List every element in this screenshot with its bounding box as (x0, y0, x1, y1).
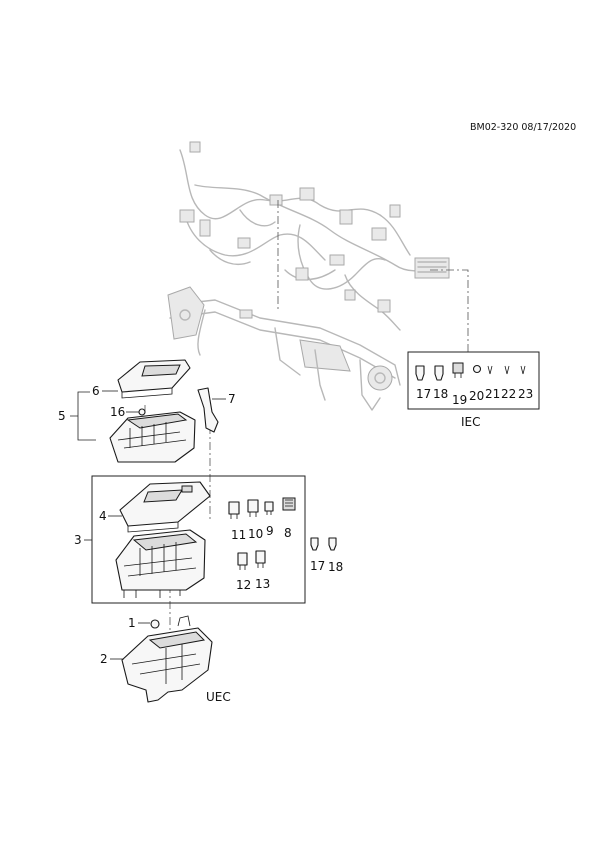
callout-19: 19 (452, 393, 467, 407)
callout-5: 5 (58, 409, 66, 423)
callout-2: 2 (100, 652, 108, 666)
iec-parts (415, 362, 526, 381)
callout-20: 20 (469, 389, 484, 403)
fuse-block-housing (121, 615, 213, 703)
callout-3: 3 (74, 533, 82, 547)
item-5-bracket (70, 391, 96, 441)
callout-9: 9 (266, 524, 274, 538)
callout-10: 10 (248, 527, 263, 541)
diagram-code: BM02-320 08/17/2020 (470, 122, 576, 133)
callout-7: 7 (228, 392, 236, 406)
cross-car-beam (167, 286, 401, 411)
relays (228, 497, 296, 570)
callout-16: 16 (110, 405, 125, 419)
wiring-harness (179, 141, 450, 331)
callout-11: 11 (231, 528, 246, 542)
callout-1: 1 (128, 616, 136, 630)
callout-8: 8 (284, 526, 292, 540)
callout-22: 22 (501, 387, 516, 401)
iec-inset-box (407, 351, 540, 410)
callout-21: 21 (485, 387, 500, 401)
loose-terminals (310, 537, 337, 551)
callout-17: 17 (310, 559, 325, 573)
reference-line-harness-to-iec (430, 269, 469, 352)
callout-23: 23 (518, 387, 533, 401)
item-3-frame (91, 475, 306, 604)
uec-fuse-block (115, 481, 211, 598)
uec-label: UEC (206, 690, 231, 704)
iec-label: IEC (461, 415, 481, 429)
callout-17-iec: 17 (416, 387, 431, 401)
callout-12: 12 (236, 578, 251, 592)
callout-18: 18 (328, 560, 343, 574)
callout-6: 6 (92, 384, 100, 398)
callout-18-iec: 18 (433, 387, 448, 401)
callout-4: 4 (99, 509, 107, 523)
fuse-block-assembly (109, 359, 219, 463)
callout-13: 13 (255, 577, 270, 591)
